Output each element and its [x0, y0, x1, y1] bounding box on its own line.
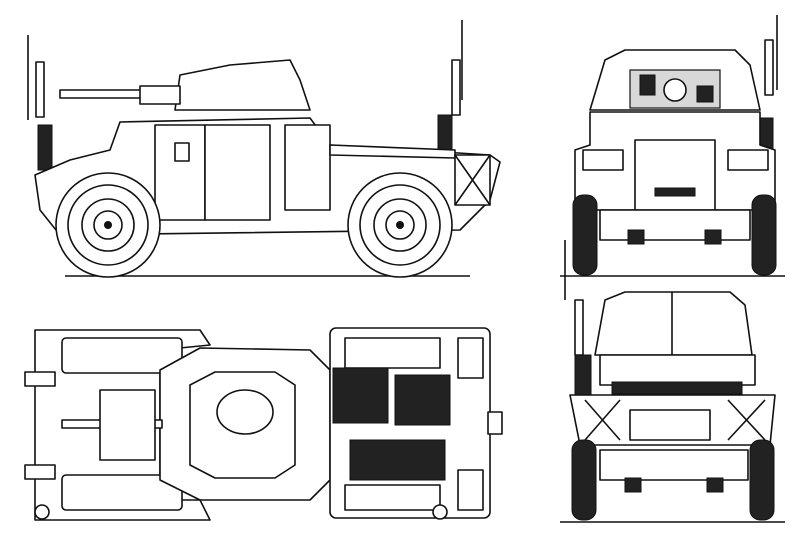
grille: [332, 367, 389, 424]
side-view: [27, 20, 501, 278]
antenna-mount: [35, 61, 45, 118]
rear-view: [560, 240, 785, 523]
wheel-left: [572, 194, 598, 276]
turret: [594, 291, 753, 356]
grille: [349, 439, 446, 481]
wheel-left: [571, 439, 597, 521]
side-panel: [204, 124, 271, 221]
wheel-front: [55, 172, 161, 278]
side-door: [284, 124, 331, 211]
hatch: [216, 389, 274, 435]
wheel-right: [749, 439, 775, 521]
gun-mantlet: [139, 85, 181, 105]
antenna-base: [37, 124, 53, 171]
fender: [329, 144, 456, 159]
wheel-rear: [347, 172, 453, 278]
top-view: [24, 327, 503, 521]
gun-barrel: [59, 89, 151, 99]
vision-slit: [174, 142, 190, 162]
antenna-mount: [451, 59, 461, 116]
side-panel: [154, 124, 206, 221]
number-plate: [654, 187, 696, 197]
bow-plate: [99, 389, 156, 461]
front-plate: [634, 139, 716, 211]
antenna-base: [574, 354, 592, 396]
wheel-right: [751, 194, 777, 276]
turret: [174, 59, 311, 111]
front-view: [560, 15, 785, 277]
gun-mantlet: [663, 78, 687, 102]
grille: [394, 374, 451, 426]
